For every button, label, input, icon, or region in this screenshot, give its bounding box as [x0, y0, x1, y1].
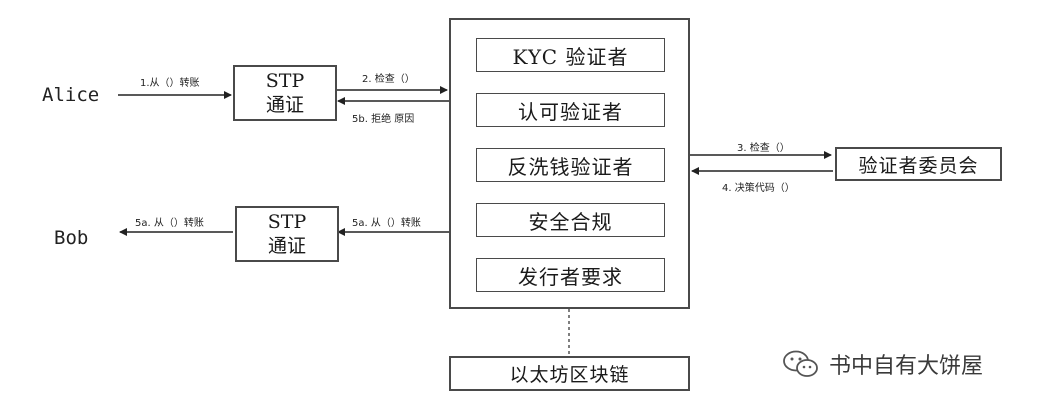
label-reject-reason: 5b. 拒绝 原因 — [352, 114, 415, 125]
stp-token-bottom: STP 通证 — [235, 206, 339, 262]
label-check: 2. 检查（） — [362, 74, 415, 85]
wechat-icon — [783, 350, 818, 377]
stp-top-line2: 通证 — [265, 94, 304, 116]
label-transfer-from: 1.从（）转账 — [140, 78, 200, 89]
stp-bottom-line1: STP — [267, 211, 307, 233]
stp-bottom-line2: 通证 — [267, 235, 306, 257]
label-transfer-to-bob: 5a. 从（）转账 — [135, 218, 204, 229]
watermark: 书中自有大饼屋 — [781, 348, 983, 380]
label-decision-code: 4. 决策代码（） — [722, 183, 795, 194]
label-transfer-from-frame: 5a. 从（）转账 — [352, 218, 421, 229]
stp-top-line1: STP — [265, 70, 305, 92]
verifier-security-compliance: 安全合规 — [476, 203, 665, 237]
watermark-text: 书中自有大饼屋 — [829, 354, 984, 379]
verifier-accredited: 认可验证者 — [476, 93, 665, 127]
verifier-aml: 反洗钱验证者 — [476, 148, 665, 182]
verifier-kyc: KYC 验证者 — [476, 38, 665, 72]
label-committee-check: 3. 检查（） — [737, 143, 790, 154]
actor-alice: Alice — [42, 84, 100, 106]
stp-token-top: STP 通证 — [233, 65, 337, 121]
verifier-issuer-requirements: 发行者要求 — [476, 258, 665, 292]
ethereum-blockchain: 以太坊区块链 — [449, 356, 690, 391]
actor-bob: Bob — [54, 227, 89, 249]
verifier-committee: 验证者委员会 — [835, 147, 1002, 181]
